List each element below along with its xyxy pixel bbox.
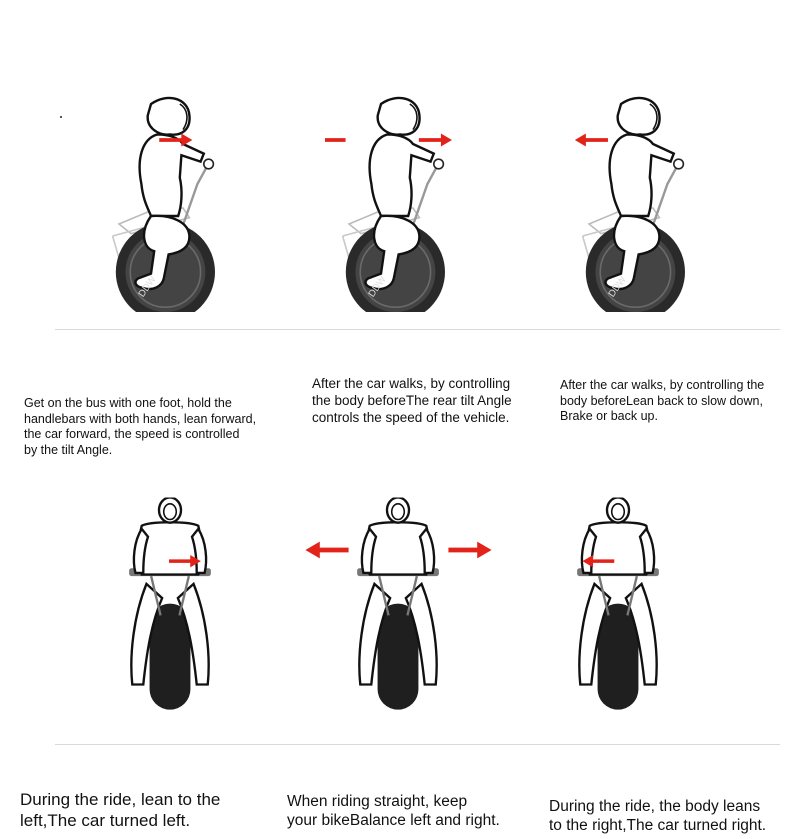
lean-arrow-left-icon [574,133,608,147]
lean-arrow-right-icon [418,133,452,147]
caption-front-3: During the ride, the body leans to the r… [549,798,767,835]
stray-dot [60,116,62,118]
caption-front-2: When riding straight, keep your bikeBala… [287,793,500,830]
front-figure-1 [115,470,225,745]
side-figure-1: DDW [95,70,255,330]
caption-front-1: During the ride, lean to the left,The ca… [20,790,221,831]
caption-side-3: After the car walks, by controlling the … [560,378,765,424]
caption-side-2: After the car walks, by controlling the … [312,376,512,425]
side-figure-2: DDW [325,70,452,330]
balance-arrow-left-icon [303,540,351,560]
lean-arrow-left-icon [325,133,346,147]
front-figure-2 [343,470,453,745]
side-figure-3: DDW [574,70,725,330]
ground-line-bottom [55,744,780,745]
front-figure-3 [563,470,673,745]
caption-side-1: Get on the bus with one foot, hold the h… [24,396,257,457]
ground-line-top [55,329,780,330]
balance-arrow-right-icon [446,540,494,560]
